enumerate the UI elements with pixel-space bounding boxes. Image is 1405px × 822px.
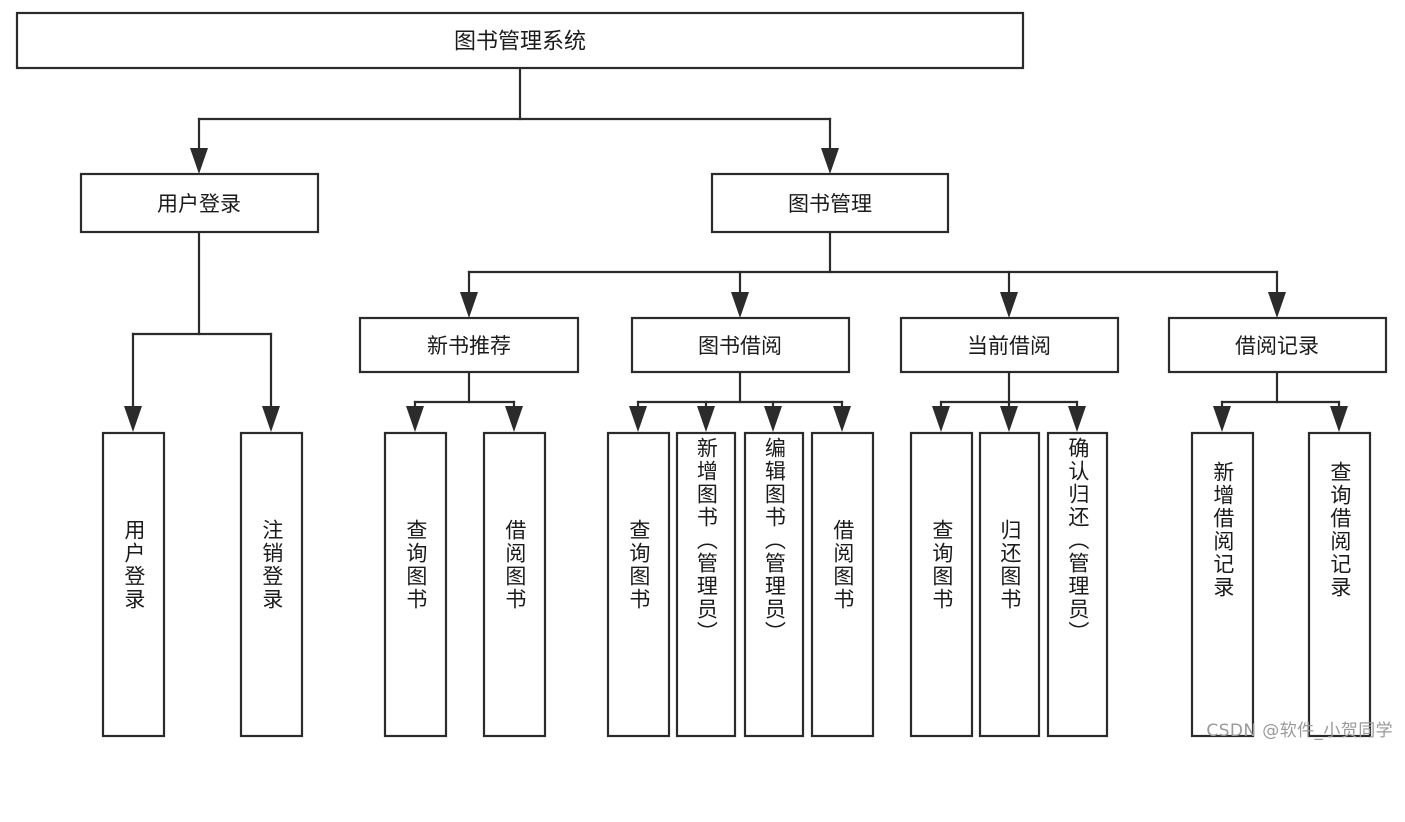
- node-box-current-borrow[interactable]: [899, 316, 1120, 374]
- node-box-user-login[interactable]: [79, 172, 320, 234]
- arrowhead-newbook-leaf-2: [505, 406, 523, 432]
- arrowhead-leaf-user-login: [124, 406, 142, 432]
- node-box-borrow-record[interactable]: [1167, 316, 1388, 374]
- leaf-box-confirm-return-admin[interactable]: [1046, 431, 1109, 738]
- diagram-svg: 图书管理系统 用户登录 图书管理 新书推荐 图书借阅 当前借阅 借阅记录: [15, 11, 1388, 738]
- node-label-book-management: 图书管理: [788, 192, 872, 216]
- watermark-text: CSDN @软件_小贺同学: [1206, 721, 1393, 741]
- leaf-box-return-book[interactable]: [978, 431, 1041, 738]
- arrowhead-current-leaf-1: [932, 406, 950, 432]
- arrowhead-borrow-leaf-4: [833, 406, 851, 432]
- node-label-borrow-record: 借阅记录: [1235, 334, 1319, 358]
- leaf-box-query-book-nb[interactable]: [383, 431, 448, 738]
- node-label-root: 图书管理系统: [454, 30, 586, 55]
- arrowhead-record-leaf-2: [1330, 406, 1348, 432]
- node-box-root[interactable]: [15, 11, 1025, 70]
- arrowhead-book-mgmt: [821, 148, 839, 174]
- arrowhead-current-leaf-3: [1068, 406, 1086, 432]
- leaf-box-edit-book-admin[interactable]: [743, 431, 805, 738]
- arrowhead-user-login: [190, 148, 208, 174]
- arrowhead-leaf-logout: [262, 406, 280, 432]
- leaf-box-add-book-admin[interactable]: [675, 431, 737, 738]
- leaf-box-user-login[interactable]: [101, 431, 166, 738]
- node-label-book-borrow: 图书借阅: [698, 334, 782, 358]
- node-layer: 图书管理系统 用户登录 图书管理 新书推荐 图书借阅 当前借阅 借阅记录: [15, 11, 1388, 738]
- leaf-box-add-borrow-record[interactable]: [1190, 431, 1255, 738]
- leaf-box-borrow-book-nb[interactable]: [482, 431, 547, 738]
- arrowhead-newbook-leaf-1: [406, 406, 424, 432]
- arrowhead-book-borrow: [731, 292, 749, 318]
- node-label-user-login: 用户登录: [157, 192, 241, 216]
- arrowhead-borrow-record: [1268, 292, 1286, 318]
- node-label-current-borrow: 当前借阅: [967, 334, 1051, 358]
- connector-layer: [124, 66, 1348, 432]
- leaf-box-query-book-cb[interactable]: [909, 431, 974, 738]
- node-box-new-book-recommend[interactable]: [358, 316, 580, 374]
- node-label-new-book-recommend: 新书推荐: [427, 334, 511, 358]
- node-box-book-borrow[interactable]: [630, 316, 851, 374]
- arrowhead-current-leaf-2: [1000, 406, 1018, 432]
- arrowhead-borrow-leaf-3: [764, 406, 782, 432]
- node-box-book-management[interactable]: [710, 172, 950, 234]
- arrowhead-borrow-leaf-2: [697, 406, 715, 432]
- leaf-box-logout[interactable]: [239, 431, 304, 738]
- leaf-box-query-book-bb[interactable]: [606, 431, 671, 738]
- diagram-canvas: 图书管理系统 用户登录 图书管理 新书推荐 图书借阅 当前借阅 借阅记录: [15, 11, 1393, 741]
- leaf-box-query-borrow-record[interactable]: [1307, 431, 1372, 738]
- leaf-box-borrow-book-bb[interactable]: [810, 431, 875, 738]
- arrowhead-record-leaf-1: [1213, 406, 1231, 432]
- arrowhead-borrow-leaf-1: [629, 406, 647, 432]
- arrowhead-current-borrow: [1000, 292, 1018, 318]
- arrowhead-new-book-rec: [460, 292, 478, 318]
